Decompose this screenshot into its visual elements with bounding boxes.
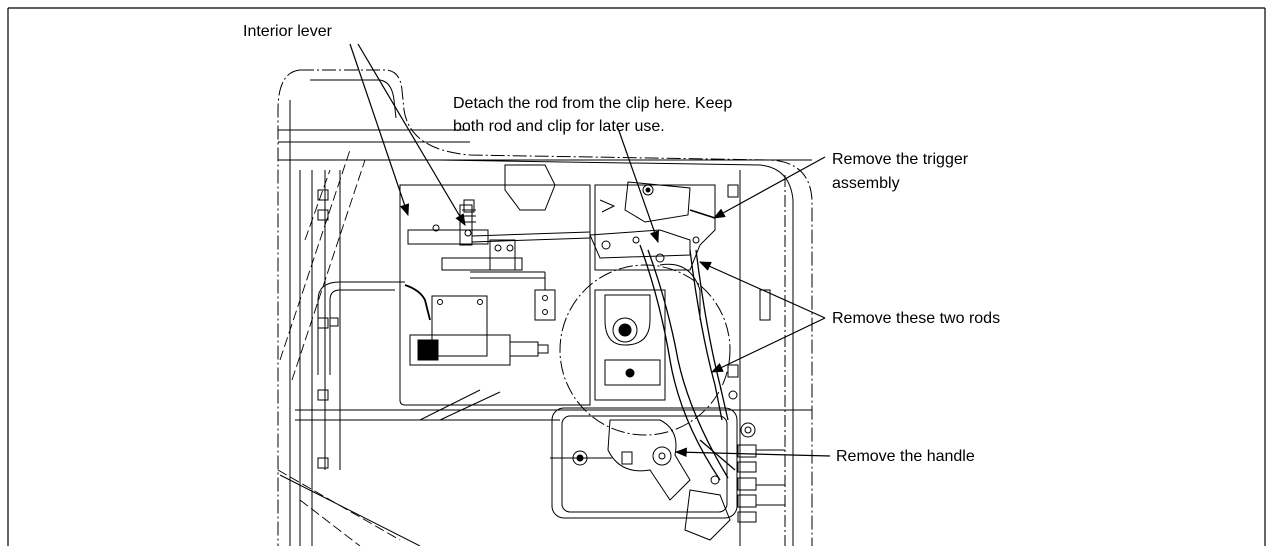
leader-detach-rod (617, 127, 659, 244)
label-detach-line1: Detach the rod from the clip here. Keep (453, 95, 732, 112)
handle-pocket (550, 407, 738, 541)
label-handle: Remove the handle (836, 448, 975, 465)
leader-interior-lever-1 (349, 43, 410, 217)
label-detach-line2: both rod and clip for later use. (453, 118, 665, 135)
diagonal-struts (277, 149, 401, 546)
actuator-unit (317, 281, 549, 375)
leader-handle (674, 447, 831, 458)
callout-labels: Interior lever Detach the rod from the c… (243, 23, 1000, 465)
door-panel-inner (289, 79, 794, 546)
leader-trigger (712, 156, 826, 219)
lower-braces (279, 389, 501, 546)
label-two-rods: Remove these two rods (832, 310, 1000, 327)
center-bracket (534, 289, 556, 321)
leader-interior-lever-2 (357, 43, 466, 227)
trigger-assembly (589, 181, 716, 271)
label-trigger-line1: Remove the trigger (832, 151, 969, 168)
page-border (7, 7, 1266, 546)
leader-rod-1 (698, 261, 826, 319)
latch-body (594, 263, 701, 401)
left-fasteners (317, 189, 339, 469)
mounting-plate (399, 164, 591, 406)
leader-rod-2 (710, 317, 826, 373)
connecting-rods (639, 244, 736, 481)
interior-lever-assembly (407, 199, 591, 290)
label-trigger-line2: assembly (832, 175, 900, 192)
leader-lines (349, 43, 831, 458)
door-panel-outline (277, 69, 813, 546)
right-fasteners (727, 184, 785, 523)
frame-rails (278, 129, 812, 546)
label-interior-lever: Interior lever (243, 23, 333, 40)
latch-sweep-circle (559, 264, 731, 436)
